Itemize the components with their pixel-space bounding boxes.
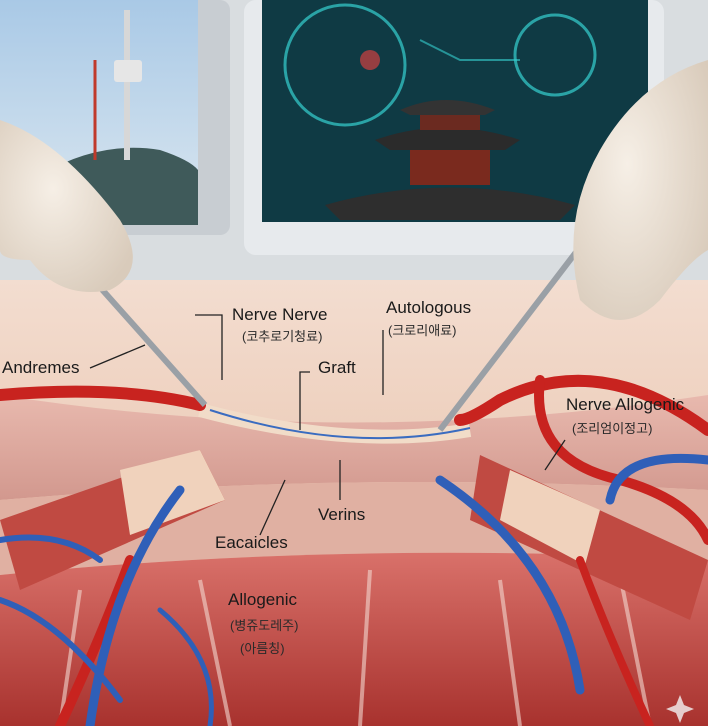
label-nerve-nerve-sub: (코추로기청료) [242,329,323,344]
veins [0,453,708,726]
label-nerve-nerve: Nerve Nerve [232,305,328,324]
label-nerve-allogenic-sub: (조리엄이정고) [572,421,653,436]
sparkle-icon [666,695,694,723]
leader-lines [89,314,566,536]
label-andremes: Andremes [2,358,80,377]
label-graft: Graft [318,358,356,377]
label-autologous-sub: (크로리애료) [388,323,457,338]
label-verins: Verins [318,505,366,524]
pagoda [325,100,575,220]
glove-right [573,60,708,320]
label-nerve-allogenic: Nerve Allogenic [566,395,685,414]
label-allogenic: Allogenic [228,590,297,609]
glove-left [0,120,133,292]
monitor [244,0,664,255]
seoul-tower [124,10,130,160]
muscle-layer [0,552,708,726]
label-autologous: Autologous [386,298,472,317]
label-eacaicles: Eacaicles [215,533,288,552]
label-allogenic-sub2: (아름칭) [240,641,285,656]
label-allogenic-sub1: (병쥬도레주) [230,618,299,633]
